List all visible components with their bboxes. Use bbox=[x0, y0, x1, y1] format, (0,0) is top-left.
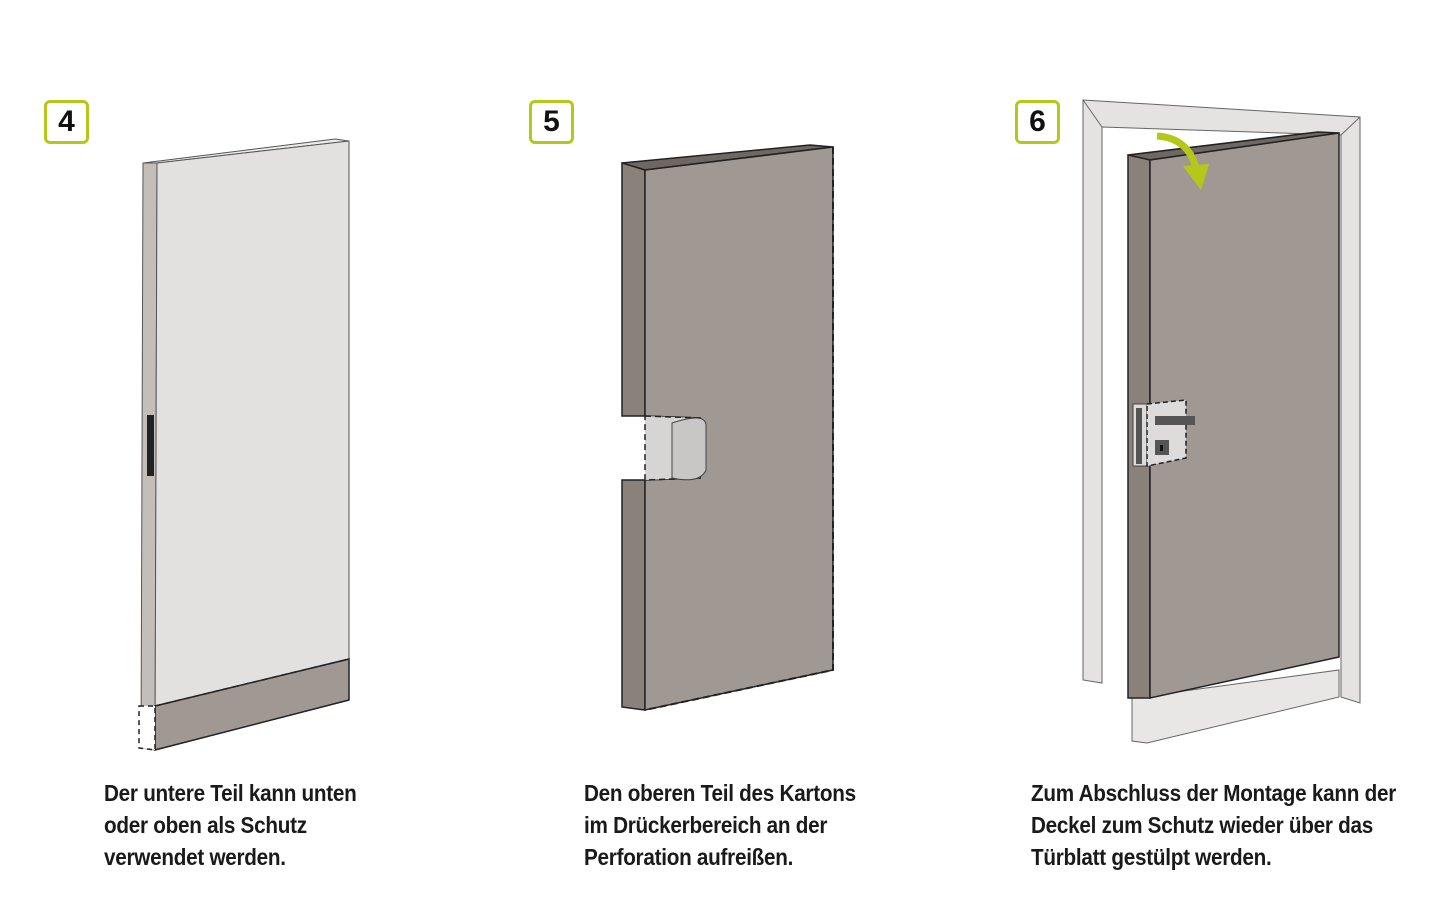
caption-line: Perforation aufreißen. bbox=[584, 844, 794, 870]
door-in-frame-with-cover bbox=[1082, 99, 1361, 744]
step-5-caption: Den oberen Teil des Kartons im Drückerbe… bbox=[584, 777, 856, 873]
carton-top-with-perforation bbox=[621, 144, 834, 711]
caption-line: Den oberen Teil des Kartons bbox=[584, 780, 856, 806]
step-6-badge: 6 bbox=[1015, 100, 1060, 144]
step-4-caption: Der untere Teil kann unten oder oben als… bbox=[104, 777, 357, 873]
caption-line: Der untere Teil kann unten bbox=[104, 780, 357, 806]
handle-slot-icon bbox=[147, 415, 154, 476]
caption-line: oder oben als Schutz bbox=[104, 812, 307, 838]
door-handle-icon bbox=[1155, 416, 1195, 425]
caption-line: Deckel zum Schutz wieder über das bbox=[1031, 812, 1373, 838]
arrow-icon bbox=[1156, 132, 1200, 170]
caption-line: Zum Abschluss der Montage kann der bbox=[1031, 780, 1397, 806]
caption-line: im Drückerbereich an der bbox=[584, 812, 828, 838]
caption-line: Türblatt gestülpt werden. bbox=[1031, 844, 1272, 870]
door-with-bottom-protection bbox=[138, 138, 350, 751]
step-5-badge: 5 bbox=[529, 100, 574, 144]
step-4-badge: 4 bbox=[44, 100, 89, 144]
step-6-caption: Zum Abschluss der Montage kann der Decke… bbox=[1031, 777, 1396, 873]
caption-line: verwendet werden. bbox=[104, 844, 286, 870]
